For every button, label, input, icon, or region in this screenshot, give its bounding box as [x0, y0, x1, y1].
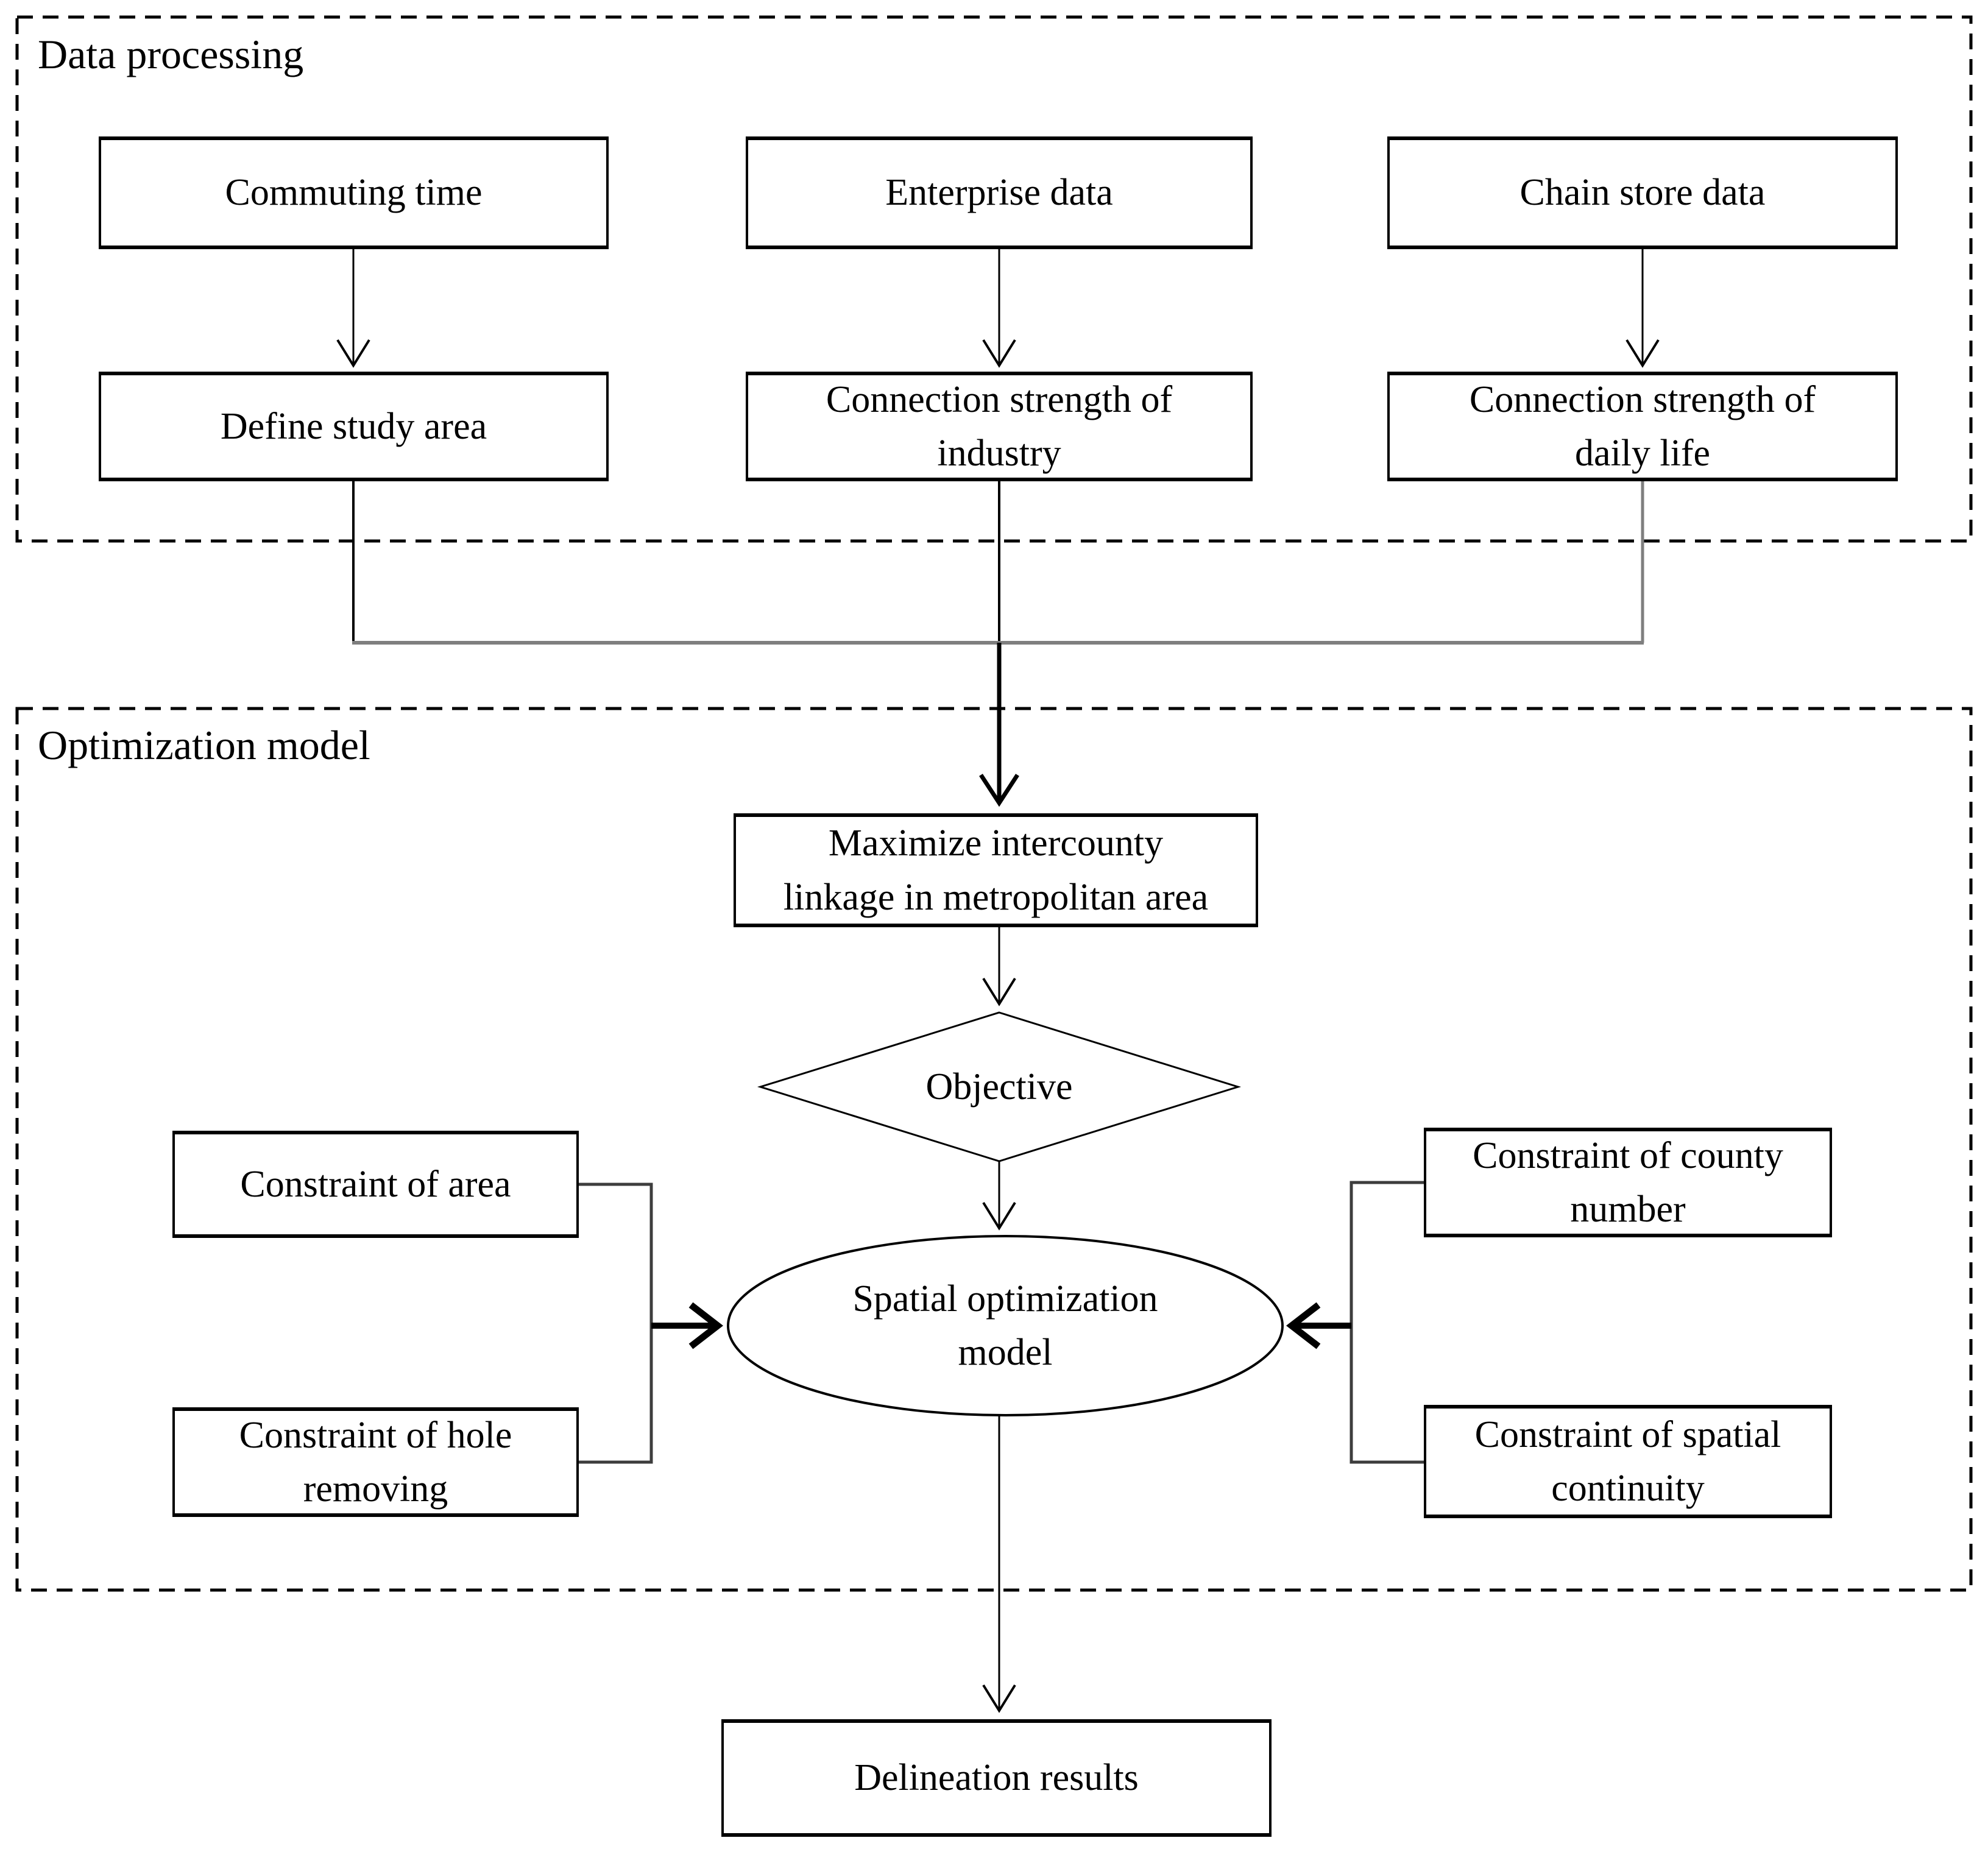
- node-constraint-hole-removing-label: Constraint of hole removing: [239, 1414, 512, 1510]
- node-commuting-time-label: Commuting time: [225, 172, 483, 214]
- node-connection-strength-industry: Connection strength of industry: [746, 372, 1253, 481]
- node-maximize-linkage-label: Maximize intercounty linkage in metropol…: [783, 822, 1209, 918]
- node-objective-label: Objective: [925, 1066, 1073, 1108]
- node-chain-store-data: Chain store data: [1387, 136, 1898, 249]
- node-maximize-linkage: Maximize intercounty linkage in metropol…: [734, 813, 1258, 927]
- connector-constraint-area: [578, 1182, 653, 1464]
- node-define-study-area: Define study area: [99, 372, 609, 481]
- spatial-optimization-ellipse-shape: [727, 1235, 1284, 1416]
- node-constraint-county-number: Constraint of county number: [1424, 1128, 1832, 1237]
- node-enterprise-data: Enterprise data: [746, 136, 1253, 249]
- optimization-model-section-frame: [15, 707, 1973, 1592]
- data-processing-section-label: Data processing: [38, 31, 304, 77]
- node-chain-store-data-label: Chain store data: [1519, 172, 1766, 214]
- node-spatial-optimization-model-label: Spatial optimization model: [852, 1278, 1158, 1373]
- node-constraint-spatial-continuity: Constraint of spatial continuity: [1424, 1405, 1832, 1518]
- node-delineation-results-label: Delineation results: [854, 1757, 1139, 1799]
- connector-constraint-right: [1350, 1181, 1424, 1464]
- node-constraint-area-label: Constraint of area: [240, 1163, 511, 1205]
- node-constraint-county-number-label: Constraint of county number: [1473, 1134, 1783, 1230]
- optimization-model-section-label: Optimization model: [38, 722, 370, 768]
- node-connection-strength-industry-label: Connection strength of industry: [826, 378, 1173, 474]
- node-delineation-results: Delineation results: [721, 1719, 1272, 1837]
- data-processing-section-frame: [15, 15, 1973, 543]
- node-enterprise-data-label: Enterprise data: [885, 172, 1113, 214]
- node-constraint-hole-removing: Constraint of hole removing: [172, 1407, 579, 1517]
- node-define-study-area-label: Define study area: [220, 405, 487, 447]
- node-connection-strength-daily-life-label: Connection strength of daily life: [1469, 378, 1816, 474]
- node-commuting-time: Commuting time: [99, 136, 609, 249]
- node-connection-strength-daily-life: Connection strength of daily life: [1387, 372, 1898, 481]
- node-constraint-spatial-continuity-label: Constraint of spatial continuity: [1474, 1413, 1781, 1509]
- node-constraint-area: Constraint of area: [172, 1131, 579, 1238]
